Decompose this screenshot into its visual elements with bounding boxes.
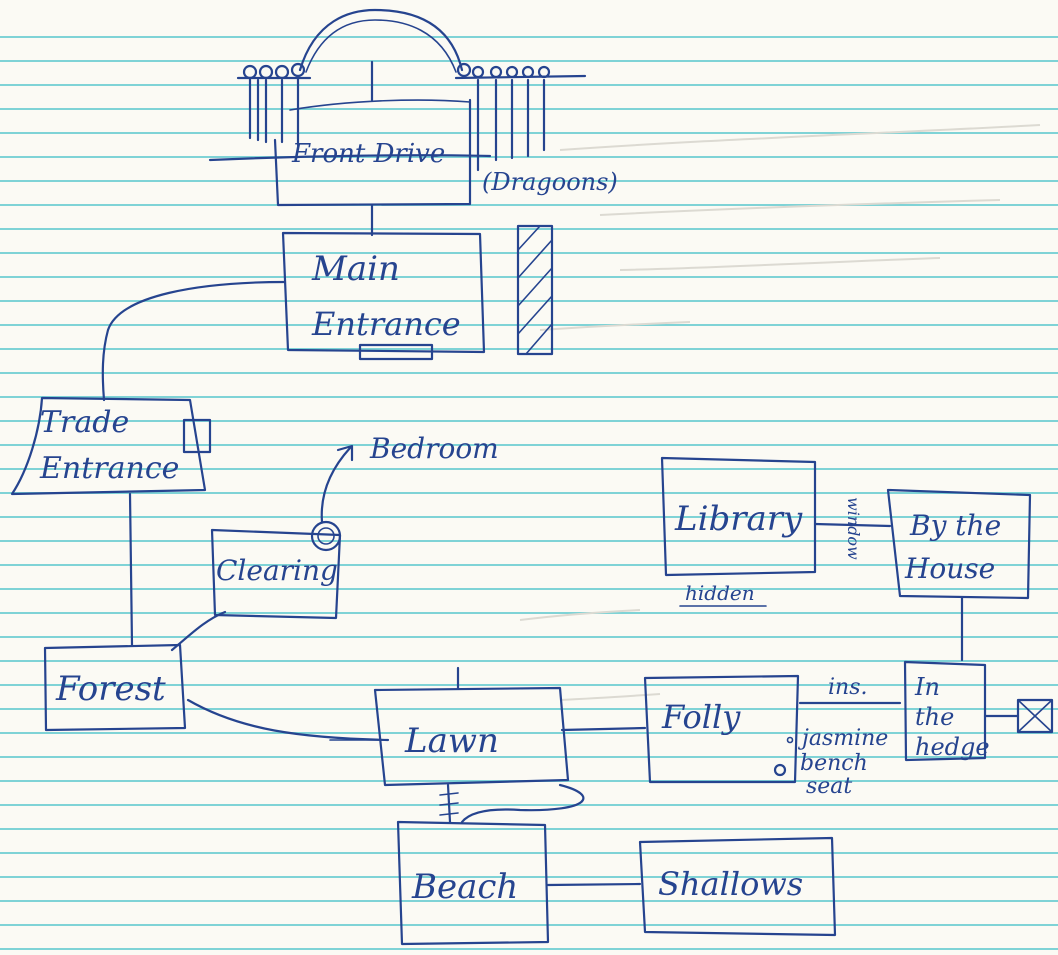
note-jasmine: jasmine bbox=[797, 726, 888, 751]
beach-label: Beach bbox=[411, 867, 518, 907]
node-trade-entrance: Trade Entrance bbox=[10, 396, 212, 496]
in-the-hedge-label-2: the bbox=[915, 703, 954, 731]
window-label: window bbox=[844, 497, 863, 560]
forest-label: Forest bbox=[55, 669, 166, 709]
node-clearing: Clearing bbox=[210, 520, 342, 620]
in-the-hedge-label-1: In bbox=[914, 673, 940, 701]
folly-label: Folly bbox=[661, 698, 741, 736]
note-bench: bench bbox=[800, 751, 868, 776]
node-library: Library hidden bbox=[660, 456, 817, 607]
arrow-head-icon bbox=[336, 444, 354, 462]
front-drive-note: (Dragoons) bbox=[482, 168, 618, 196]
bleed-through bbox=[519, 124, 1041, 701]
node-main-entrance: Main Entrance bbox=[281, 231, 486, 361]
edge-lawn-folly bbox=[560, 726, 647, 732]
clearing-label: Clearing bbox=[216, 554, 338, 587]
node-in-the-hedge: In the hedge bbox=[903, 660, 990, 762]
library-label: Library bbox=[674, 499, 803, 539]
bedroom-label: Bedroom bbox=[369, 432, 499, 465]
by-the-house-label-2: House bbox=[904, 552, 995, 585]
ins-label: ins. bbox=[828, 675, 868, 700]
edge-lawn-beach bbox=[439, 783, 585, 824]
edge-library-house bbox=[813, 522, 892, 528]
edge-forest-lawn bbox=[186, 698, 390, 742]
edge-clearing-bedroom bbox=[320, 446, 352, 524]
hatched-wall bbox=[516, 224, 554, 356]
in-the-hedge-label-3: hedge bbox=[915, 733, 990, 761]
lawn-label: Lawn bbox=[404, 721, 499, 761]
note-seat: seat bbox=[806, 774, 852, 799]
right-railings bbox=[454, 62, 587, 172]
node-shallows: Shallows bbox=[638, 836, 837, 937]
main-entrance-label-2: Entrance bbox=[311, 305, 461, 343]
gate-arch-inner bbox=[305, 19, 457, 73]
edge-main-trade bbox=[101, 280, 287, 402]
edge-beach-shallows bbox=[546, 882, 642, 887]
library-note: hidden bbox=[685, 581, 755, 605]
node-by-the-house: By the House bbox=[886, 488, 1032, 600]
edge-trade-forest bbox=[128, 492, 134, 647]
node-forest: Forest bbox=[43, 643, 187, 732]
node-front-drive: Front Drive (Dragoons) bbox=[208, 8, 618, 207]
trade-entrance-label-1: Trade bbox=[40, 405, 129, 440]
blocked-exit-icon bbox=[1016, 698, 1054, 734]
trade-entrance-label-2: Entrance bbox=[39, 451, 179, 486]
left-railings bbox=[236, 62, 312, 147]
gate-arch bbox=[298, 8, 464, 72]
node-lawn: Lawn bbox=[373, 666, 570, 787]
folly-notes: jasmine bench seat bbox=[773, 726, 888, 799]
main-entrance-label-1: Main bbox=[311, 249, 400, 289]
well-icon bbox=[310, 520, 342, 552]
node-beach: Beach bbox=[396, 820, 550, 946]
shallows-label: Shallows bbox=[658, 865, 803, 903]
by-the-house-label-1: By the bbox=[909, 509, 1001, 542]
node-folly: Folly bbox=[643, 674, 800, 784]
front-drive-label: Front Drive bbox=[291, 139, 445, 169]
